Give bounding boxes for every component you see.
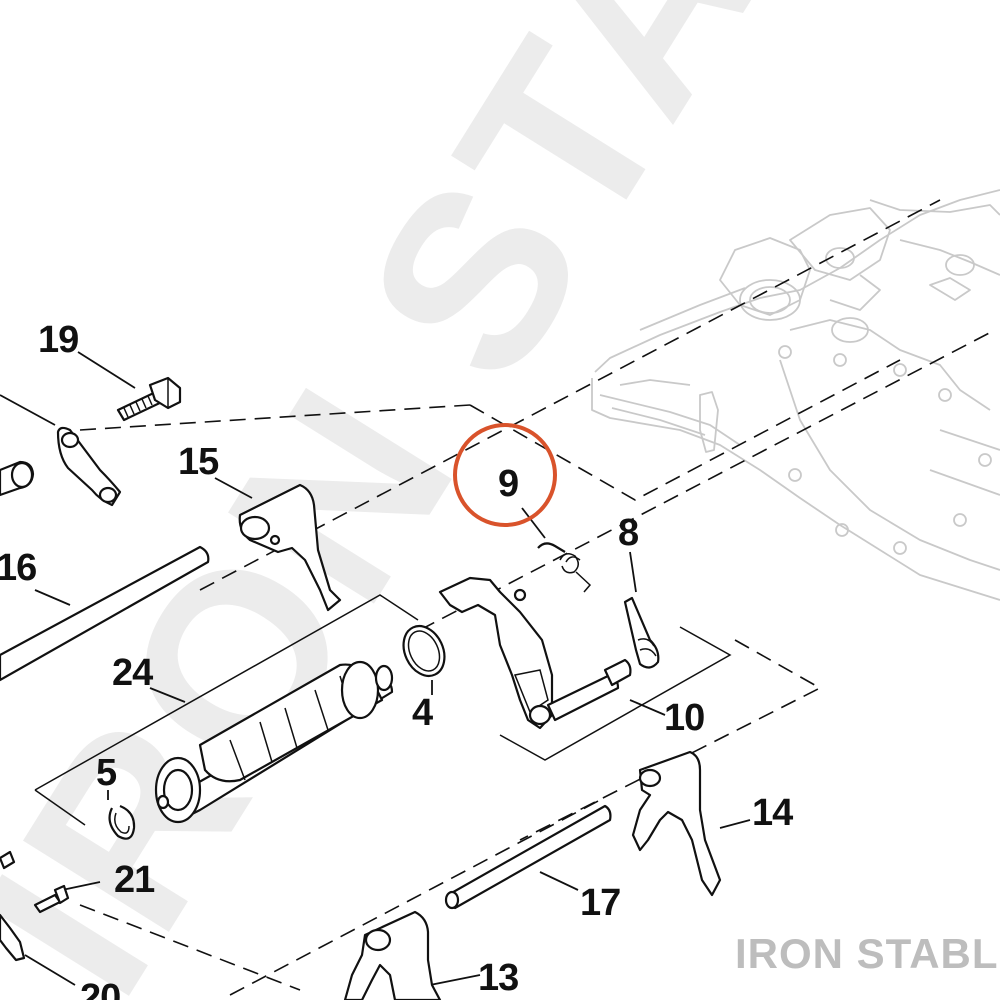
part-24-shift-drum (154, 660, 394, 824)
part-5-retaining-ring (108, 804, 136, 840)
part-4-oring (402, 625, 446, 677)
callout-14: 14 (752, 792, 793, 834)
callouts: 19 15 16 24 9 8 4 10 5 14 21 17 13 20 (0, 319, 794, 1005)
part-19-bolt (116, 376, 182, 422)
callout-20: 20 (80, 977, 120, 1000)
part-14-shift-fork (631, 750, 722, 897)
callout-21: 21 (114, 859, 155, 901)
callout-19: 19 (38, 319, 78, 361)
part-21-screws (0, 850, 70, 914)
part-10-shift-lever (438, 576, 632, 730)
callout-5: 5 (96, 752, 117, 794)
part-20-plate (0, 913, 26, 962)
callout-13: 13 (478, 957, 518, 999)
part-16-shaft (0, 545, 210, 682)
callout-10: 10 (664, 697, 704, 739)
brackets (34, 594, 732, 826)
callout-17: 17 (580, 882, 620, 924)
callout-16: 16 (0, 547, 36, 589)
leader-lines (0, 351, 751, 986)
part-9-spring (537, 542, 592, 593)
callout-24: 24 (112, 652, 153, 694)
part-17-shaft (444, 804, 612, 910)
part-15-shift-fork (238, 483, 342, 612)
callout-8: 8 (618, 512, 638, 554)
part-8-spring (623, 596, 660, 669)
part-13-shift-fork (343, 910, 442, 1002)
callout-15: 15 (178, 441, 219, 483)
assembly-lines (79, 199, 996, 996)
transmission-case-ghost (591, 189, 1000, 601)
detent-lever (0, 426, 122, 507)
callout-4: 4 (412, 692, 433, 734)
callout-9: 9 (498, 463, 518, 505)
highlight-circle (453, 423, 557, 527)
brand-label: IRON STABLE (735, 930, 1000, 977)
